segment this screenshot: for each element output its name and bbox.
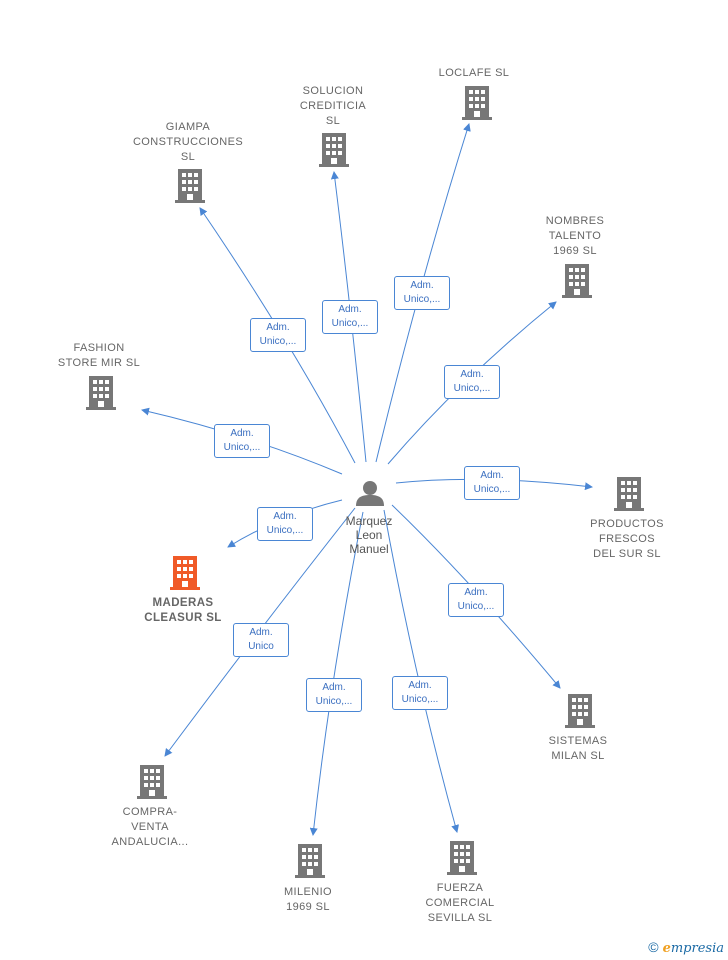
- company-label-loclafe[interactable]: LOCLAFE SL: [438, 67, 510, 79]
- brand-logo-text: mpresia: [670, 941, 724, 956]
- building-icon-productos[interactable]: [614, 477, 644, 511]
- building-icon-sistemas[interactable]: [565, 694, 595, 728]
- edge-fuerza: [383, 509, 459, 833]
- building-icon-loclafe[interactable]: [462, 86, 492, 120]
- edge-label-solucion[interactable]: Adm.Unico,...: [322, 300, 378, 334]
- building-icon-nombres[interactable]: [562, 264, 592, 298]
- edge-label-sistemas[interactable]: Adm.Unico,...: [448, 583, 504, 617]
- person-name-label: Marquez Leon Manuel: [345, 514, 393, 556]
- edge-label-milenio[interactable]: Adm.Unico,...: [306, 678, 362, 712]
- building-icon-compra[interactable]: [137, 765, 167, 799]
- edge-label-nombres[interactable]: Adm.Unico,...: [444, 365, 500, 399]
- brand-footer: ©empresia: [648, 939, 724, 956]
- edge-label-compra[interactable]: Adm.Unico: [233, 623, 289, 657]
- copyright-icon: ©: [648, 939, 659, 955]
- edge-milenio: [309, 511, 364, 836]
- edge-label-maderas[interactable]: Adm.Unico,...: [257, 507, 313, 541]
- person-node[interactable]: [356, 481, 384, 506]
- brand-logo-initial: e: [662, 941, 671, 956]
- edge-label-giampa[interactable]: Adm.Unico,...: [250, 318, 306, 352]
- person-icon: [356, 481, 384, 506]
- building-icon-maderas[interactable]: [170, 556, 200, 590]
- edge-label-fuerza[interactable]: Adm.Unico,...: [392, 676, 448, 710]
- building-icon-fuerza[interactable]: [447, 841, 477, 875]
- edge-label-fashion[interactable]: Adm.Unico,...: [214, 424, 270, 458]
- building-icon-fashion[interactable]: [86, 376, 116, 410]
- edge-label-loclafe[interactable]: Adm.Unico,...: [394, 276, 450, 310]
- building-icon-giampa[interactable]: [175, 169, 205, 203]
- building-icon-solucion[interactable]: [319, 133, 349, 167]
- edge-label-productos[interactable]: Adm.Unico,...: [464, 466, 520, 500]
- building-icon-milenio[interactable]: [295, 844, 325, 878]
